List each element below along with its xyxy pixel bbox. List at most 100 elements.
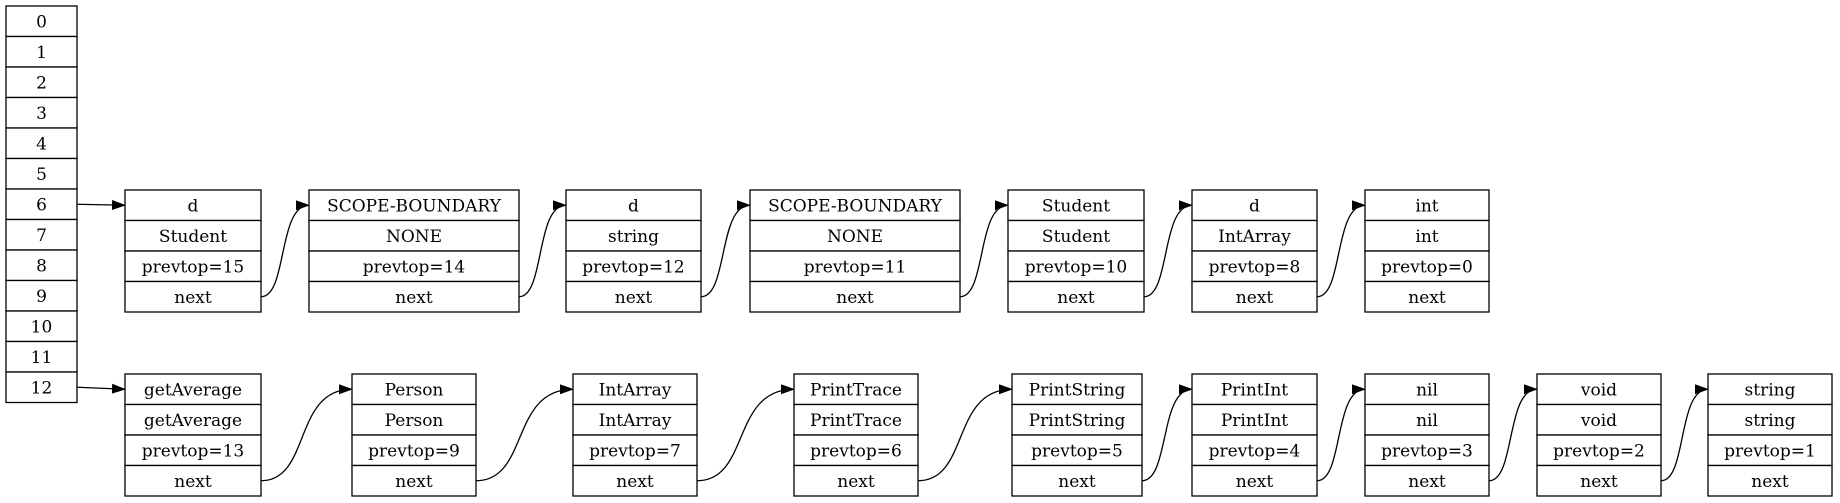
- record-name: nil: [1416, 380, 1438, 400]
- record-name: Person: [385, 380, 444, 400]
- record-type-cell: [308, 219, 520, 252]
- record-type: IntArray: [1218, 227, 1291, 247]
- record-prevtop: prevtop=4: [1209, 441, 1301, 461]
- record-next: next: [1408, 288, 1446, 308]
- record-next-cell: [565, 280, 702, 313]
- hash-slot-label: 6: [36, 195, 47, 215]
- record-prevtop: prevtop=6: [810, 441, 902, 461]
- hash-slot-label: 9: [36, 287, 47, 307]
- hash-slot: 10: [5, 310, 78, 343]
- record-type: string: [608, 227, 659, 247]
- record-prevtop: prevtop=3: [1381, 441, 1473, 461]
- record-next-cell: [1536, 464, 1662, 497]
- record-next: next: [395, 288, 433, 308]
- next-pointer-arrow: [1141, 384, 1193, 482]
- record-name: void: [1580, 380, 1617, 400]
- hash-slot-cell: [5, 340, 78, 373]
- record-prevtop: prevtop=5: [1031, 441, 1123, 461]
- record-name: d: [628, 196, 639, 216]
- record-next: next: [1058, 472, 1096, 492]
- record-type-cell: [1007, 219, 1145, 252]
- record-prevtop-cell: [1536, 434, 1662, 467]
- record-next-cell: [749, 280, 961, 313]
- record-type-cell: [351, 403, 477, 436]
- record-next: next: [174, 472, 212, 492]
- record-next-cell: [572, 464, 698, 497]
- record-name-cell: [565, 189, 702, 222]
- record-prevtop: prevtop=8: [1209, 257, 1301, 277]
- record-next: next: [615, 288, 653, 308]
- record-name-cell: [124, 373, 262, 406]
- record-type-cell: [565, 219, 702, 252]
- record-prevtop: prevtop=15: [142, 257, 245, 277]
- record-type: PrintString: [1029, 411, 1126, 431]
- record-prevtop-cell: [793, 434, 919, 467]
- record-prevtop-cell: [351, 434, 477, 467]
- next-pointer-arrow: [1316, 384, 1366, 482]
- record-prevtop: prevtop=0: [1381, 257, 1473, 277]
- record-next-cell: [1007, 280, 1145, 313]
- record-type: void: [1580, 411, 1617, 431]
- record-prevtop: prevtop=11: [804, 257, 907, 277]
- hash-slot-label: 11: [31, 348, 53, 368]
- record-type-cell: [1191, 219, 1318, 252]
- record-type-cell: [793, 403, 919, 436]
- record-next: next: [1057, 288, 1095, 308]
- record-next: next: [616, 472, 654, 492]
- record-prevtop-cell: [572, 434, 698, 467]
- record-next: next: [836, 288, 874, 308]
- record-next-cell: [1191, 280, 1318, 313]
- hash-slot: 7: [5, 218, 78, 251]
- record-name: PrintTrace: [810, 380, 902, 400]
- record-next-cell: [1191, 464, 1318, 497]
- record-prevtop-cell: [124, 434, 262, 467]
- record-name: int: [1415, 196, 1438, 216]
- record-name: IntArray: [599, 380, 672, 400]
- hash-slot: 12: [5, 371, 78, 404]
- hash-slot: 9: [5, 279, 78, 312]
- record-name-cell: [1707, 373, 1833, 406]
- record-name: d: [188, 196, 199, 216]
- hash-slot: 6: [5, 188, 78, 221]
- record-next-cell: [1364, 464, 1490, 497]
- next-pointer-arrow: [1488, 384, 1538, 482]
- hash-slot-label: 4: [36, 134, 47, 154]
- record-next: next: [1236, 288, 1274, 308]
- next-pointer-arrow: [917, 384, 1013, 482]
- record-type: getAverage: [144, 411, 242, 431]
- record-prevtop: prevtop=12: [582, 257, 685, 277]
- record-next-cell: [1707, 464, 1833, 497]
- record-name: SCOPE-BOUNDARY: [327, 196, 502, 216]
- record-type-cell: [1011, 403, 1143, 436]
- record-next: next: [174, 288, 212, 308]
- next-pointer-arrow: [700, 200, 751, 298]
- record-name-cell: [749, 189, 961, 222]
- record-type-cell: [749, 219, 961, 252]
- record-name: d: [1249, 196, 1260, 216]
- hash-slot: 5: [5, 157, 78, 190]
- hash-slot-label: 7: [36, 226, 47, 246]
- record-prevtop-cell: [565, 250, 702, 283]
- record-type: IntArray: [599, 411, 672, 431]
- record-next-cell: [351, 464, 477, 497]
- hash-slot-cell: [5, 157, 78, 190]
- hash-slot-label: 8: [36, 256, 47, 276]
- hash-slot-cell: [5, 5, 78, 38]
- record-type-cell: [572, 403, 698, 436]
- next-pointer-arrow: [1316, 200, 1366, 298]
- next-pointer-arrow: [959, 200, 1009, 298]
- hash-slot: 3: [5, 96, 78, 129]
- record-type: string: [1745, 411, 1796, 431]
- hash-slot-label: 10: [31, 317, 53, 337]
- record-name: PrintString: [1029, 380, 1126, 400]
- hash-slot-label: 0: [36, 12, 47, 32]
- record-prevtop: prevtop=9: [368, 441, 460, 461]
